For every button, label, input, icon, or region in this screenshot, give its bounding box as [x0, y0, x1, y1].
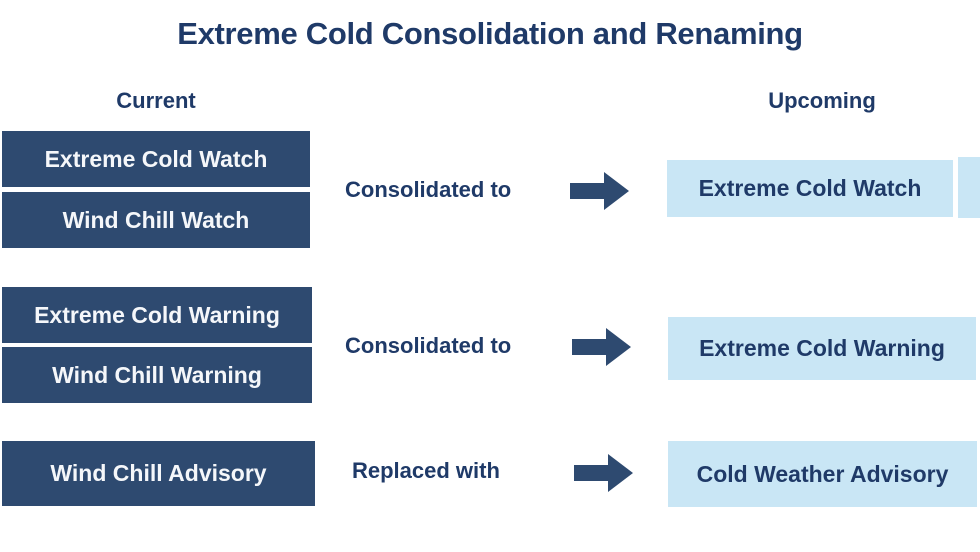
current-box-wind-chill-advisory: Wind Chill Advisory: [2, 441, 315, 506]
current-box-extreme-cold-watch: Extreme Cold Watch: [2, 131, 310, 187]
upcoming-box-extreme-cold-watch: Extreme Cold Watch: [667, 160, 953, 217]
action-label-replaced-with: Replaced with: [352, 458, 500, 483]
current-box-label: Wind Chill Warning: [52, 361, 262, 388]
current-box-label: Wind Chill Watch: [62, 206, 250, 233]
current-box-label: Extreme Cold Warning: [34, 301, 280, 328]
upcoming-box-extreme-cold-warning: Extreme Cold Warning: [668, 317, 976, 380]
right-arrow-icon: [574, 453, 634, 493]
cropped-box-edge-sliver: [958, 157, 980, 218]
upcoming-column-header: Upcoming: [768, 88, 876, 113]
current-box-wind-chill-warning: Wind Chill Warning: [2, 347, 312, 403]
current-column-header: Current: [116, 88, 196, 113]
right-arrow-icon: [572, 327, 632, 367]
current-box-extreme-cold-warning: Extreme Cold Warning: [2, 287, 312, 343]
upcoming-box-label: Cold Weather Advisory: [696, 460, 949, 487]
current-box-label: Extreme Cold Watch: [44, 145, 268, 172]
current-box-wind-chill-watch: Wind Chill Watch: [2, 192, 310, 248]
current-box-label: Wind Chill Advisory: [50, 460, 267, 486]
action-label-consolidated-to: Consolidated to: [345, 333, 512, 358]
page-title: Extreme Cold Consolidation and Renaming: [177, 16, 803, 51]
upcoming-box-label: Extreme Cold Warning: [699, 335, 945, 361]
upcoming-box-label: Extreme Cold Watch: [698, 175, 922, 201]
upcoming-box-cold-weather-advisory: Cold Weather Advisory: [668, 441, 977, 507]
right-arrow-icon: [570, 171, 630, 211]
action-label-consolidated-to: Consolidated to: [345, 177, 512, 202]
